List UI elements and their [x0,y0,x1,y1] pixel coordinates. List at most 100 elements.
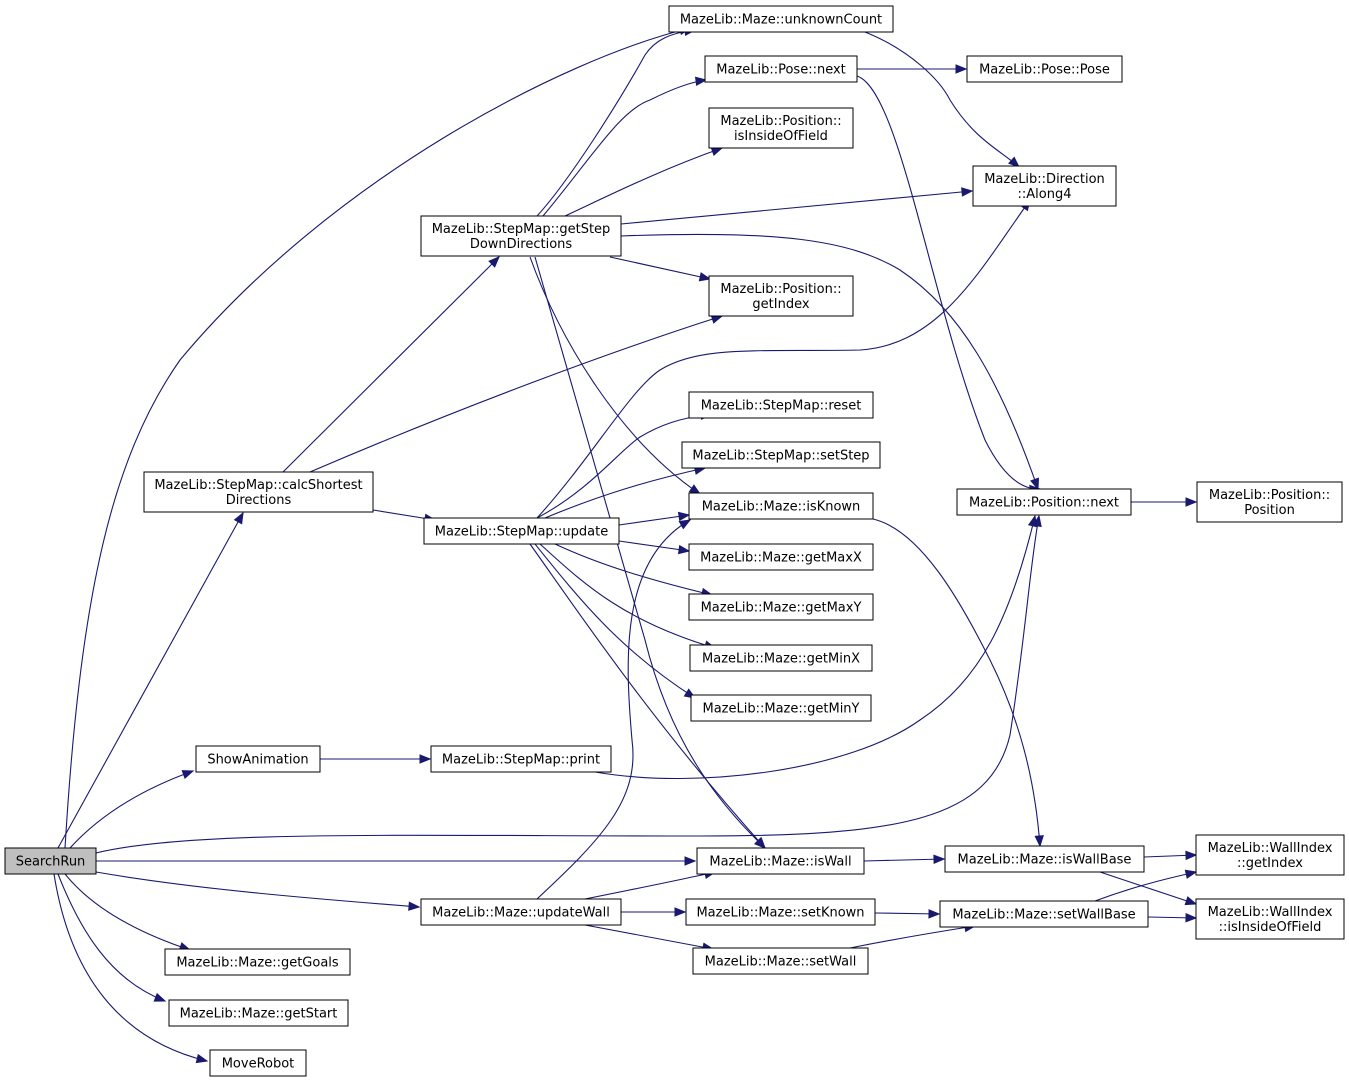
edge-line [95,871,420,908]
arrowhead-icon [1184,896,1198,906]
edge-searchrun-to-maze_getgoals [64,873,192,952]
node-box[interactable] [972,165,1117,207]
edge-line [536,519,691,900]
node-box[interactable] [195,745,321,773]
node-box[interactable] [685,898,876,926]
node-stepmap-update[interactable]: MazeLib::StepMap::update [423,517,620,545]
node-pose-next[interactable]: MazeLib::Pose::next [704,55,858,83]
node-label: MazeLib::WallIndex [1208,905,1333,920]
node-label: MazeLib::Direction [984,172,1105,187]
node-box[interactable] [420,898,622,926]
node-box[interactable] [164,948,351,976]
node-box[interactable] [708,107,854,149]
node-label: MazeLib::Maze::getStart [180,1007,338,1022]
edge-line [620,190,973,225]
node-box[interactable] [423,517,620,545]
node-maze-setwall[interactable]: MazeLib::Maze::setWall [692,947,869,975]
node-box[interactable] [143,471,374,513]
node-box[interactable] [1196,481,1343,523]
node-position-next[interactable]: MazeLib::Position::next [956,488,1132,516]
edge-line [529,543,766,849]
node-wallindex-getindex[interactable]: MazeLib::WallIndex::getIndex [1195,834,1345,876]
node-maze-updatewall[interactable]: MazeLib::Maze::updateWall [420,898,622,926]
arrowhead-icon [195,1053,209,1064]
arrowhead-icon [1027,514,1038,528]
node-box[interactable] [704,55,858,83]
node-box[interactable] [209,1049,307,1077]
edge-pose_next-to-pose_pose [857,64,968,74]
node-stepmap-print[interactable]: MazeLib::StepMap::print [430,745,612,773]
node-label: MazeLib::StepMap::reset [701,399,862,414]
edge-line [874,912,940,915]
edge-maze_isknown-to-maze_iswallbase [872,518,1044,848]
node-box[interactable] [168,999,349,1027]
node-box[interactable] [688,391,874,419]
node-box[interactable] [1195,834,1345,876]
edge-searchrun-to-maze_getstart [57,873,167,1002]
node-showanimation[interactable]: ShowAnimation [195,745,321,773]
arrowhead-icon [928,909,941,919]
node-box[interactable] [944,845,1145,873]
node-pose-pose[interactable]: MazeLib::Pose::Pose [966,55,1123,83]
node-box[interactable] [668,5,894,33]
node-box[interactable] [430,745,612,773]
node-maze-unknowncount[interactable]: MazeLib::Maze::unknownCount [668,5,894,33]
edge-line [584,871,716,900]
node-maze-getstart[interactable]: MazeLib::Maze::getStart [168,999,349,1027]
node-maze-getmaxy[interactable]: MazeLib::Maze::getMaxY [688,593,874,621]
node-box[interactable] [1195,898,1345,940]
node-box[interactable] [4,847,97,875]
node-moverobot[interactable]: MoveRobot [209,1049,307,1077]
node-maze-iswall[interactable]: MazeLib::Maze::isWall [696,847,865,875]
node-label: MazeLib::Position::next [969,496,1119,511]
node-position-isinside[interactable]: MazeLib::Position::isInsideOfField [708,107,854,149]
node-box[interactable] [420,215,622,257]
node-searchrun[interactable]: SearchRun [4,847,97,875]
arrowhead-icon [677,544,691,555]
node-stepmap-setstep[interactable]: MazeLib::StepMap::setStep [681,441,881,469]
node-maze-iswallbase[interactable]: MazeLib::Maze::isWallBase [944,845,1145,873]
arrowhead-icon [488,256,500,268]
node-box[interactable] [681,441,881,469]
node-box[interactable] [689,644,873,672]
node-maze-setknown[interactable]: MazeLib::Maze::setKnown [685,898,876,926]
edge-maze_iswallbase-to-wallindex_getindex [1143,850,1198,861]
node-layer: SearchRun MazeLib::StepMap::calcShortestD… [4,5,1345,1077]
node-box[interactable] [690,694,872,722]
node-direction-along4[interactable]: MazeLib::Direction::Along4 [972,165,1117,207]
arrowhead-icon [933,854,946,864]
node-wallindex-isinside[interactable]: MazeLib::WallIndex::isInsideOfField [1195,898,1345,940]
edge-line [539,543,716,649]
node-box[interactable] [688,593,874,621]
node-box[interactable] [966,55,1123,83]
node-box[interactable] [956,488,1132,516]
node-maze-getminy[interactable]: MazeLib::Maze::getMinY [690,694,872,722]
node-stepmap-reset[interactable]: MazeLib::StepMap::reset [688,391,874,419]
node-box[interactable] [688,543,874,571]
arrowhead-icon [1034,835,1044,848]
edge-line [53,873,208,1062]
node-label: MazeLib::Maze::unknownCount [680,13,882,28]
edge-line [618,540,690,552]
node-maze-setwallbase[interactable]: MazeLib::Maze::setWallBase [939,900,1149,928]
node-maze-getgoals[interactable]: MazeLib::Maze::getGoals [164,948,351,976]
edge-line [554,543,713,596]
node-maze-getmaxx[interactable]: MazeLib::Maze::getMaxX [688,543,874,571]
node-box[interactable] [939,900,1149,928]
node-box[interactable] [696,847,865,875]
edge-searchrun-to-calcshortest [57,511,244,849]
node-label: isInsideOfField [734,129,828,144]
node-label: MazeLib::StepMap::getStep [432,222,611,237]
node-box[interactable] [688,492,874,520]
node-maze-isknown[interactable]: MazeLib::Maze::isKnown [688,492,874,520]
node-box[interactable] [708,275,854,317]
node-maze-getminx[interactable]: MazeLib::Maze::getMinX [689,644,873,672]
node-label: MazeLib::Position:: [1209,488,1330,503]
node-position-getindex[interactable]: MazeLib::Position::getIndex [708,275,854,317]
node-box[interactable] [692,947,869,975]
node-label: MazeLib::Maze::getGoals [176,956,339,971]
node-position-position[interactable]: MazeLib::Position::Position [1196,481,1343,523]
